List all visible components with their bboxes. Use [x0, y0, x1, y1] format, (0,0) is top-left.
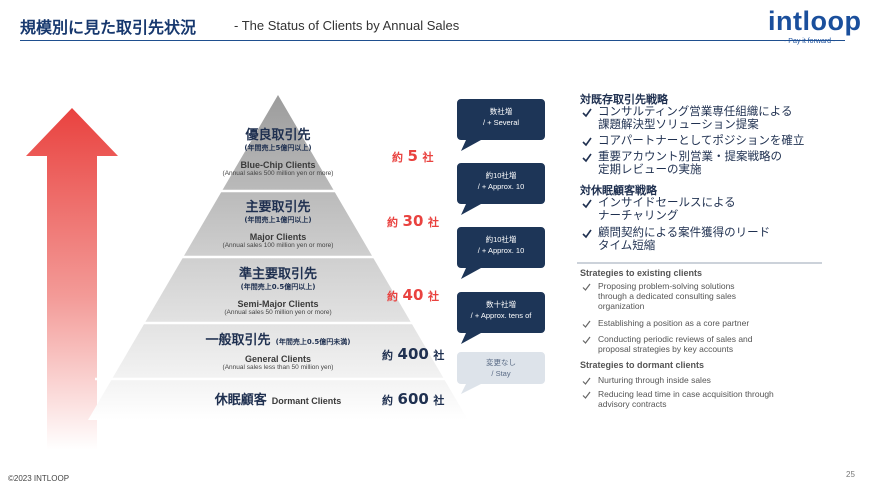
tier-sub-jp: (年間売上1億円以上) — [244, 216, 312, 224]
tier-count: 約 5 社 — [392, 147, 434, 165]
change-bubble — [457, 99, 545, 151]
tier-sub-jp: (年間売上0.5億円以上) — [240, 283, 316, 291]
strategy-heading-jp: 対既存取引先戦略 — [580, 93, 668, 106]
check-icon — [582, 108, 592, 118]
change-bubble — [457, 227, 545, 279]
tier-general: 一般取引先 (年間売上0.5億円未満) General Clients (Ann… — [148, 329, 408, 371]
tier-major: 主要取引先 (年間売上1億円以上) Major Clients (Annual … — [178, 196, 378, 249]
tier-sub-en: (Annual sales 500 million yen or more) — [222, 170, 334, 177]
check-icon — [582, 137, 592, 147]
title-underline — [20, 40, 845, 41]
tier-name-jp: 優良取引先 — [245, 128, 311, 143]
strategy-item-en: Nurturing through inside sales — [598, 375, 711, 385]
tier-sub-jp: (年間売上5億円以上) — [244, 144, 312, 152]
page-title-en: - The Status of Clients by Annual Sales — [234, 18, 460, 33]
strategy-item-en: Conducting periodic reviews of sales and… — [598, 334, 753, 354]
tier-name-jp: 一般取引先 — [205, 333, 271, 348]
strategy-item-jp: 顧問契約による案件獲得のリードタイム短縮 — [598, 225, 771, 252]
tier-name-jp: 休眠顧客 — [214, 393, 267, 408]
change-bubble-text: 変更なし/ Stay — [486, 358, 516, 378]
check-icon — [582, 229, 592, 239]
check-icon — [582, 391, 591, 399]
tier-name-en: Major Clients — [249, 232, 307, 242]
tier-count: 約 400 社 — [382, 345, 445, 363]
check-icon — [582, 336, 591, 344]
page-number: 25 — [846, 470, 855, 479]
tier-blue-chip: 優良取引先 (年間売上5億円以上) Blue-Chip Clients (Ann… — [178, 124, 378, 177]
tier-count: 約 600 社 — [382, 390, 445, 408]
strategy-item-jp: 重要アカウント別営業・提案戦略の定期レビューの実施 — [598, 149, 782, 176]
logo-tagline: - Pay it forward - — [784, 38, 836, 45]
growth-arrow — [26, 108, 118, 450]
strategy-item-jp: コアパートナーとしてポジションを確立 — [598, 133, 805, 147]
change-bubble-text: 数社増/ + Several — [482, 107, 520, 127]
tier-name-en: Blue-Chip Clients — [240, 160, 316, 170]
tier-sub-jp: (年間売上0.5億円未満) — [275, 338, 351, 346]
tier-count: 約 30 社 — [387, 212, 439, 230]
strategy-item-jp: インサイドセールスによるナーチャリング — [598, 195, 736, 222]
tier-sub-en: (Annual sales 100 million yen or more) — [222, 242, 334, 249]
change-bubble — [457, 352, 545, 394]
tier-name-jp: 準主要取引先 — [238, 267, 317, 282]
intloop-logo: intloop — [768, 6, 862, 36]
strategy-heading-en: Strategies to dormant clients — [580, 360, 705, 370]
tier-dormant: 休眠顧客 Dormant Clients — [178, 389, 378, 408]
strategy-item-en: Establishing a position as a core partne… — [598, 318, 750, 328]
strategy-heading-jp: 対休眠顧客戦略 — [580, 184, 657, 197]
tier-name-en: General Clients — [244, 354, 312, 364]
tier-sub-en: (Annual sales 50 million yen or more) — [224, 309, 332, 316]
copyright: ©2023 INTLOOP — [8, 474, 70, 483]
change-bubble-text: 約10社増/ + Approx. 10 — [477, 235, 525, 255]
strategy-heading-en: Strategies to existing clients — [580, 268, 703, 278]
tier-sub-en: (Annual sales less than 50 million yen) — [222, 364, 334, 371]
change-bubble-text: 数十社増/ + Approx. tens of — [470, 300, 532, 320]
tier-name-en: Dormant Clients — [271, 396, 342, 406]
change-bubble — [457, 163, 545, 215]
tier-name-en: Semi-Major Clients — [237, 299, 319, 309]
tier-count: 約 40 社 — [387, 286, 439, 304]
check-icon — [582, 283, 591, 291]
tier-semi-major: 準主要取引先 (年間売上0.5億円以上) Semi-Major Clients … — [168, 263, 388, 316]
check-icon — [582, 153, 592, 163]
check-icon — [582, 377, 591, 385]
page-title-jp: 規模別に見た取引先状況 — [20, 18, 197, 37]
strategy-item-jp: コンサルティング営業専任組織による課題解決型ソリューション提案 — [598, 104, 793, 131]
tier-name-jp: 主要取引先 — [245, 200, 311, 215]
strategy-item-en: Reducing lead time in case acquisition t… — [598, 389, 774, 409]
check-icon — [582, 199, 592, 209]
change-bubble — [457, 292, 545, 344]
change-bubble-text: 約10社増/ + Approx. 10 — [477, 171, 525, 191]
check-icon — [582, 320, 591, 328]
